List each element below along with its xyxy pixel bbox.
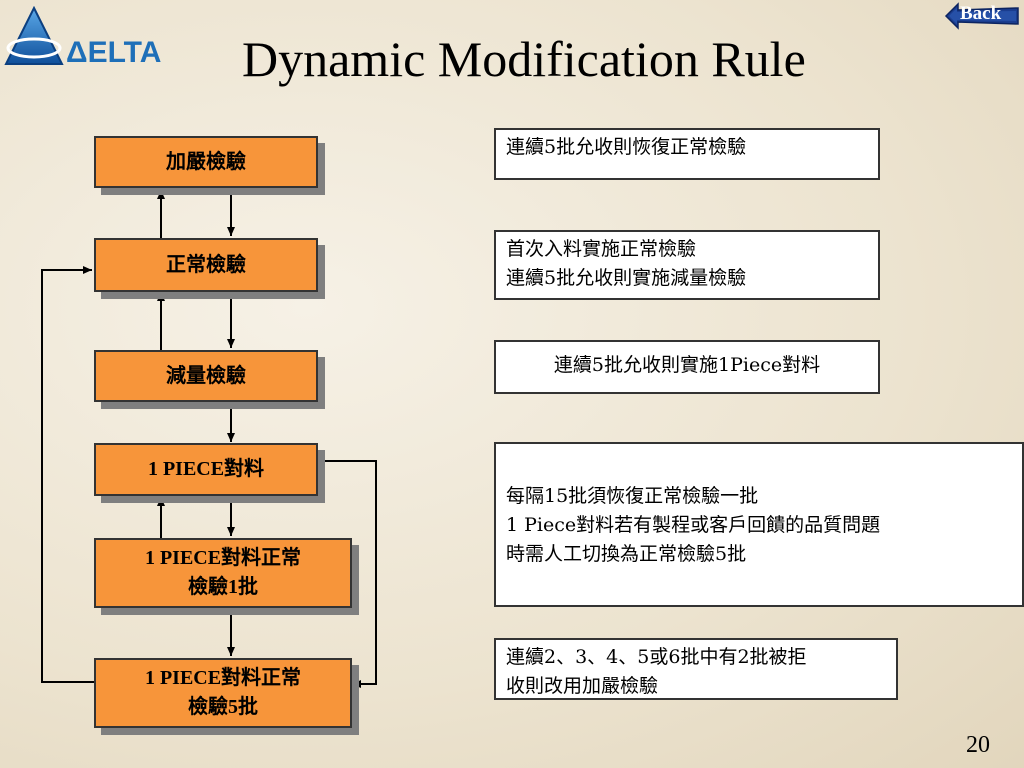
node-reduced-inspection: 減量檢驗 — [94, 350, 318, 402]
node-label: 1 PIECE對料正常 檢驗5批 — [144, 667, 302, 718]
note-first-lot-normal: 首次入料實施正常檢驗 連續5批允收則實施減量檢驗 — [494, 230, 880, 300]
note-restore-normal: 連續5批允收則恢復正常檢驗 — [494, 128, 880, 180]
node-label: 1 PIECE對料正常 檢驗1批 — [144, 547, 302, 598]
arrow-loop-piece5-to-normal — [41, 266, 94, 683]
node-label: 1 PIECE對料 — [147, 458, 265, 480]
back-button[interactable] — [944, 2, 1020, 30]
node-one-piece-normal-5-lots: 1 PIECE對料正常 檢驗5批 — [94, 658, 352, 728]
note-every-15-lots: 每隔15批須恢復正常檢驗一批 1 Piece對料若有製程或客戶回饋的品質問題 時… — [494, 442, 1024, 607]
node-one-piece-normal-1-lot: 1 PIECE對料正常 檢驗1批 — [94, 538, 352, 608]
note-switch-one-piece: 連續5批允收則實施1Piece對料 — [494, 340, 880, 394]
node-one-piece-check: 1 PIECE對料 — [94, 443, 318, 496]
page-number: 20 — [966, 732, 990, 758]
node-label: 正常檢驗 — [166, 253, 246, 276]
node-label: 加嚴檢驗 — [166, 150, 246, 173]
node-normal-inspection: 正常檢驗 — [94, 238, 318, 292]
node-label: 減量檢驗 — [166, 364, 246, 387]
logo-wordmark: ΔELTA — [66, 36, 161, 69]
arrow-loop-piece-to-piece5 — [318, 460, 377, 688]
page-title: Dynamic Modification Rule — [242, 31, 806, 87]
back-button-label[interactable]: Back — [960, 3, 1002, 24]
node-tightened-inspection: 加嚴檢驗 — [94, 136, 318, 188]
note-rejection-tightened: 連續2、3、4、5或6批中有2批被拒 收則改用加嚴檢驗 — [494, 638, 898, 700]
delta-logo: ΔELTA — [4, 6, 161, 69]
